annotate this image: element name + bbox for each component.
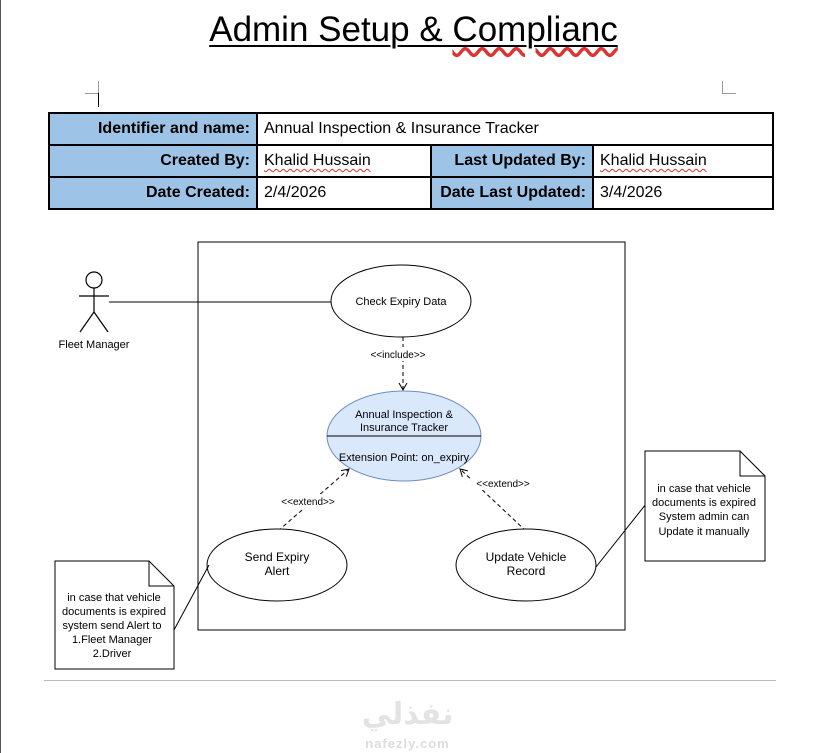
identifier-value[interactable]: Annual Inspection & Insurance Tracker	[256, 112, 774, 146]
last-updated-by-label: Last Updated By:	[430, 144, 594, 178]
include-label-bg	[362, 347, 444, 361]
use-case-update-record-label-2: Record	[507, 564, 546, 578]
actor-label: Fleet Manager	[59, 339, 130, 351]
date-created-value[interactable]: 2/4/2026	[256, 176, 432, 210]
text-cursor	[98, 93, 99, 107]
note-right[interactable]	[644, 450, 766, 562]
include-label: <<include>>	[370, 350, 425, 361]
table-row: Identifier and name: Annual Inspection &…	[48, 112, 774, 146]
note-left-line: system send Alert to	[62, 620, 161, 632]
date-created-label: Date Created:	[48, 176, 258, 210]
use-case-send-alert-label-2: Alert	[265, 564, 290, 578]
use-case-send-alert[interactable]	[206, 528, 348, 602]
note-left-line: 1.Fleet Manager	[72, 634, 152, 646]
extend-label-right: <<extend>>	[476, 479, 530, 490]
note-left-line: in case that vehicle	[67, 592, 161, 604]
use-case-update-record[interactable]	[455, 528, 597, 602]
watermark-url: nafezly.com	[365, 736, 450, 751]
watermark-logo: نفذلي	[361, 697, 454, 732]
title-text: Admin Setup &	[209, 10, 453, 49]
use-case-update-record-label-1: Update Vehicle	[486, 550, 567, 564]
extend-label-left: <<extend>>	[281, 497, 335, 508]
note-left-connector	[173, 564, 210, 631]
page-footer-divider	[44, 680, 776, 681]
note-right-connector	[595, 503, 647, 568]
page-left-edge	[0, 0, 1, 753]
note-right-line: documents is expired	[652, 497, 756, 509]
note-right-line: in case that vehicle	[657, 483, 751, 495]
use-case-main-label-1: Annual Inspection &	[355, 409, 454, 421]
note-left-line: 2.Driver	[93, 648, 132, 660]
extension-point-label: Extension Point: on_expiry	[339, 452, 470, 464]
last-updated-by-text: Khalid Hussain	[600, 152, 707, 169]
note-right-line: System admin can	[659, 511, 749, 523]
created-by-value[interactable]: Khalid Hussain	[256, 144, 432, 178]
actor-fleet-manager[interactable]	[79, 271, 109, 333]
use-case-send-alert-label-1: Send Expiry	[245, 550, 310, 564]
date-last-updated-value[interactable]: 3/4/2026	[592, 176, 774, 210]
crop-mark-right-horizontal	[722, 93, 736, 94]
extend-arrow-left	[277, 468, 350, 532]
note-left-line: documents is expired	[62, 606, 166, 618]
use-case-main-label-2: Insurance Tracker	[360, 422, 448, 434]
table-row: Date Created: 2/4/2026 Date Last Updated…	[48, 176, 774, 210]
use-case-check-expiry-label: Check Expiry Data	[355, 296, 447, 308]
use-case-check-expiry[interactable]	[330, 264, 472, 338]
extend-arrow-right	[459, 468, 527, 532]
note-left[interactable]	[54, 560, 175, 670]
system-boundary	[197, 241, 626, 631]
crop-mark-left	[85, 93, 99, 94]
extend-label-right-bg	[472, 476, 536, 490]
note-right-line: Update it manually	[658, 526, 750, 538]
table-row: Created By: Khalid Hussain Last Updated …	[48, 144, 774, 178]
date-last-updated-label: Date Last Updated:	[430, 176, 594, 210]
use-case-info-table: Identifier and name: Annual Inspection &…	[48, 112, 774, 210]
created-by-text: Khalid Hussain	[264, 152, 371, 169]
created-by-label: Created By:	[48, 144, 258, 178]
identifier-label: Identifier and name:	[48, 112, 258, 146]
crop-mark-right	[722, 81, 723, 93]
page-title: Admin Setup & Complianc	[0, 10, 815, 50]
title-misspelled-word: Complianc	[452, 10, 618, 49]
extend-label-left-bg	[276, 494, 340, 508]
last-updated-by-value[interactable]: Khalid Hussain	[592, 144, 774, 178]
crop-mark-left-vertical	[98, 81, 99, 93]
